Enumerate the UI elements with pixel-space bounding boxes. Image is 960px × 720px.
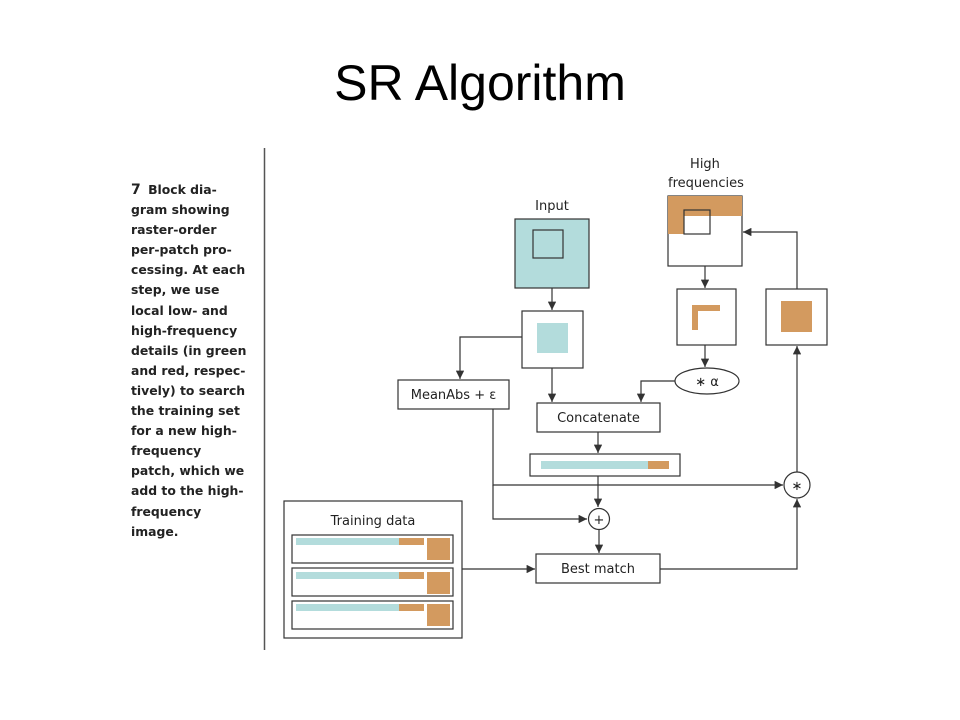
- concatenate-label: Concatenate: [557, 411, 640, 426]
- caption-line: tively) to search: [131, 382, 246, 398]
- slide-title: SR Algorithm: [334, 55, 626, 111]
- concatenated-vector-low: [541, 461, 648, 469]
- caption-line: patch, which we: [131, 463, 245, 479]
- training-entry: [291, 567, 454, 597]
- arrow-low-patch-to-meanabs: [455, 336, 522, 379]
- figure-caption: 7 Block dia- gram showing raster-order p…: [131, 180, 257, 542]
- figure-number: 7: [131, 182, 141, 198]
- caption-line: details (in green: [131, 342, 247, 358]
- caption-line: raster-order: [131, 222, 217, 238]
- caption-line: local low- and: [131, 302, 228, 318]
- caption-line: for a new high-: [131, 423, 237, 439]
- caption-line: step, we use: [131, 282, 220, 298]
- alpha-scale-label: ∗ α: [695, 375, 719, 390]
- high-frequency-neighbors-shape: [692, 305, 720, 330]
- arrow-meanabs-to-plus: [492, 485, 587, 524]
- caption-line: cessing. At each: [131, 262, 246, 278]
- caption-line: image.: [131, 523, 179, 539]
- caption-line: Block dia-: [148, 182, 217, 197]
- best-match-box: [535, 553, 661, 584]
- training-entry-low: [296, 604, 399, 611]
- arrow-new-patch-to-highfreq: [743, 227, 798, 289]
- new-high-frequency-patch: [781, 301, 812, 332]
- high-frequency-neighbors-box: [676, 288, 737, 346]
- high-frequencies-filled-region-left: [668, 196, 684, 234]
- training-entry-high: [399, 604, 424, 611]
- training-entry-low: [296, 538, 399, 545]
- caption-line: high-frequency: [131, 322, 238, 338]
- training-entry-high: [399, 538, 424, 545]
- training-entry-patch: [427, 604, 450, 626]
- training-entry: [291, 534, 454, 564]
- low-frequency-patch: [537, 323, 568, 353]
- input-label: Input: [535, 199, 569, 214]
- training-entry: [291, 600, 454, 630]
- caption-line: per-patch pro-: [131, 242, 232, 258]
- meanabs-box: [397, 379, 510, 410]
- high-frequencies-filled-region-top: [668, 196, 742, 216]
- training-entry-patch: [427, 572, 450, 594]
- caption-line: and red, respec-: [131, 362, 246, 378]
- training-entry-low: [296, 572, 399, 579]
- high-frequencies-window: [683, 209, 711, 235]
- input-window: [532, 229, 564, 259]
- caption-line: gram showing: [131, 202, 230, 218]
- caption-first-line: 7 Block dia-: [131, 180, 257, 200]
- caption-line: frequency: [131, 443, 202, 459]
- high-frequencies-label-line2: frequencies: [668, 176, 744, 191]
- caption-line: frequency: [131, 503, 202, 519]
- high-frequencies-label-line1: High: [690, 157, 720, 172]
- training-data-label: Training data: [330, 514, 416, 529]
- input-image: [514, 218, 590, 289]
- arrow-alpha-to-concatenate: [636, 380, 675, 402]
- best-match-label: Best match: [561, 562, 635, 577]
- caption-line: the training set: [131, 403, 240, 419]
- arrow-best-match-to-times: [660, 499, 802, 570]
- plus-symbol: +: [594, 513, 605, 528]
- times-symbol: ∗: [792, 479, 803, 494]
- concatenated-vector-high: [648, 461, 669, 469]
- plus-node: [587, 507, 611, 531]
- training-entry-patch: [427, 538, 450, 560]
- training-entry-high: [399, 572, 424, 579]
- meanabs-label: MeanAbs + ε: [411, 388, 497, 403]
- caption-line: add to the high-: [131, 483, 244, 499]
